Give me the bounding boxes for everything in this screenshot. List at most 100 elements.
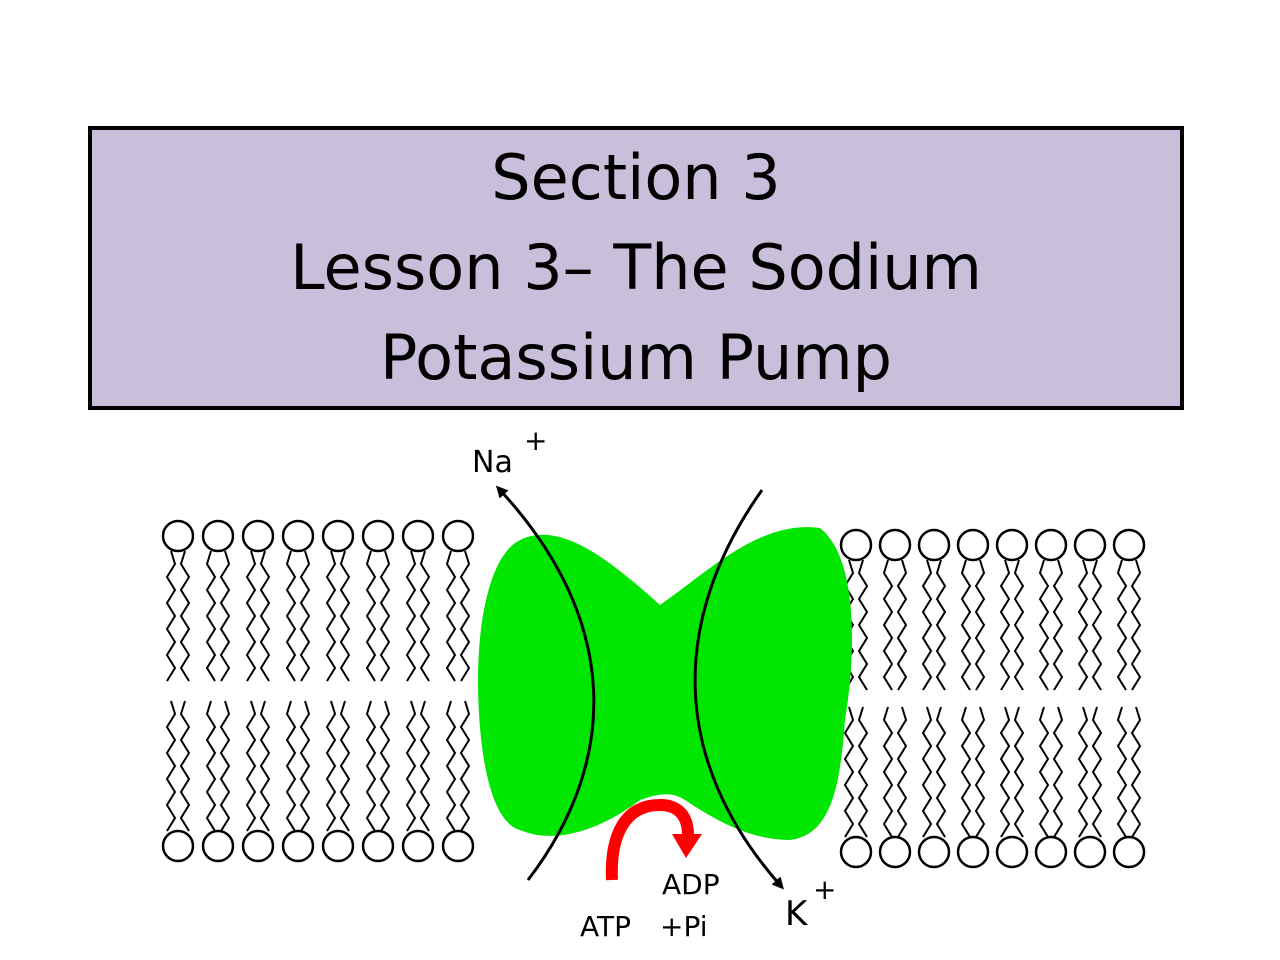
pump-protein <box>478 527 853 840</box>
lipid-tail <box>179 700 191 832</box>
phospholipid <box>281 519 315 682</box>
title-line-3: Potassium Pump <box>380 321 892 394</box>
lipid-head <box>839 528 873 562</box>
lipid-tail <box>459 700 471 832</box>
lipid-tail <box>882 706 894 838</box>
lipid-tail <box>325 550 337 682</box>
lipid-tail <box>339 550 351 682</box>
lipid-tail <box>935 706 947 838</box>
lipid-tail <box>1091 559 1103 691</box>
lipid-tail <box>445 700 457 832</box>
lipid-tail <box>974 706 986 838</box>
lipid-tail <box>857 706 869 838</box>
lipid-head <box>321 519 355 553</box>
atp-label: ATP <box>580 910 631 943</box>
lipid-head <box>401 519 435 553</box>
phospholipid <box>1073 706 1107 869</box>
lipid-tail <box>896 559 908 691</box>
lipid-tail <box>1091 706 1103 838</box>
lipid-head <box>917 528 951 562</box>
lipid-tail <box>445 550 457 682</box>
phospholipid <box>1034 528 1068 691</box>
phospholipid <box>917 528 951 691</box>
lipid-head <box>441 829 475 863</box>
na-charge: + <box>524 424 547 457</box>
lipid-tail <box>1013 559 1025 691</box>
lipid-tail <box>365 550 377 682</box>
phospholipid <box>956 706 990 869</box>
lipid-tail <box>299 700 311 832</box>
lipid-head <box>917 835 951 869</box>
lipid-head <box>281 829 315 863</box>
phospholipid <box>241 700 275 863</box>
membrane-right <box>839 528 1146 869</box>
lipid-head <box>995 835 1029 869</box>
lipid-tail <box>1130 559 1142 691</box>
phospholipid <box>1112 706 1146 869</box>
lipid-tail <box>1116 559 1128 691</box>
adp-label: ADP <box>662 868 720 901</box>
phospholipid <box>281 700 315 863</box>
lipid-head <box>956 835 990 869</box>
lipid-head <box>161 829 195 863</box>
phospholipid <box>917 706 951 869</box>
lipid-tail <box>1013 706 1025 838</box>
na-label: Na <box>472 445 513 480</box>
lipid-tail <box>165 550 177 682</box>
phospholipid <box>839 706 873 869</box>
lipid-head <box>401 829 435 863</box>
lipid-tail <box>205 700 217 832</box>
lipid-tail <box>179 550 191 682</box>
lipid-tail <box>339 700 351 832</box>
lipid-head <box>1034 528 1068 562</box>
k-arrow <box>693 489 784 890</box>
lipid-head <box>281 519 315 553</box>
pi-label: +Pi <box>660 910 708 943</box>
lipid-head <box>241 519 275 553</box>
lipid-tail <box>960 559 972 691</box>
lipid-tail <box>882 559 894 691</box>
lipid-head <box>201 519 235 553</box>
na-arrow <box>495 485 596 881</box>
phospholipid <box>201 700 235 863</box>
phospholipid <box>161 519 195 682</box>
phospholipid <box>995 706 1029 869</box>
lipid-tail <box>935 559 947 691</box>
lipid-tail <box>921 706 933 838</box>
lipid-tail <box>1077 559 1089 691</box>
title-line-1: Section 3 <box>491 141 781 214</box>
lipid-tail <box>1077 706 1089 838</box>
lipid-head <box>361 829 395 863</box>
lipid-tail <box>219 550 231 682</box>
lipid-tail <box>379 700 391 832</box>
title-line-2: Lesson 3– The Sodium <box>290 231 982 304</box>
phospholipid <box>956 528 990 691</box>
lipid-tail <box>974 559 986 691</box>
k-label: K <box>785 894 809 934</box>
lipid-head <box>161 519 195 553</box>
lipid-head <box>201 829 235 863</box>
phospholipid <box>361 519 395 682</box>
phospholipid <box>201 519 235 682</box>
phospholipid <box>401 519 435 682</box>
phospholipid <box>361 700 395 863</box>
lipid-head <box>1112 835 1146 869</box>
phospholipid <box>321 519 355 682</box>
lipid-head <box>361 519 395 553</box>
phospholipid <box>241 519 275 682</box>
lipid-tail <box>219 700 231 832</box>
lipid-tail <box>379 550 391 682</box>
phospholipid <box>878 528 912 691</box>
membrane-left <box>161 519 475 863</box>
lipid-tail <box>843 706 855 838</box>
lipid-head <box>1112 528 1146 562</box>
lipid-head <box>1073 835 1107 869</box>
lipid-tail <box>1038 706 1050 838</box>
k-charge: + <box>813 873 836 906</box>
lipid-tail <box>1116 706 1128 838</box>
phospholipid <box>1112 528 1146 691</box>
phospholipid <box>441 700 475 863</box>
title-box: Section 3 Lesson 3– The Sodium Potassium… <box>88 126 1184 410</box>
lipid-tail <box>419 700 431 832</box>
lipid-head <box>995 528 1029 562</box>
